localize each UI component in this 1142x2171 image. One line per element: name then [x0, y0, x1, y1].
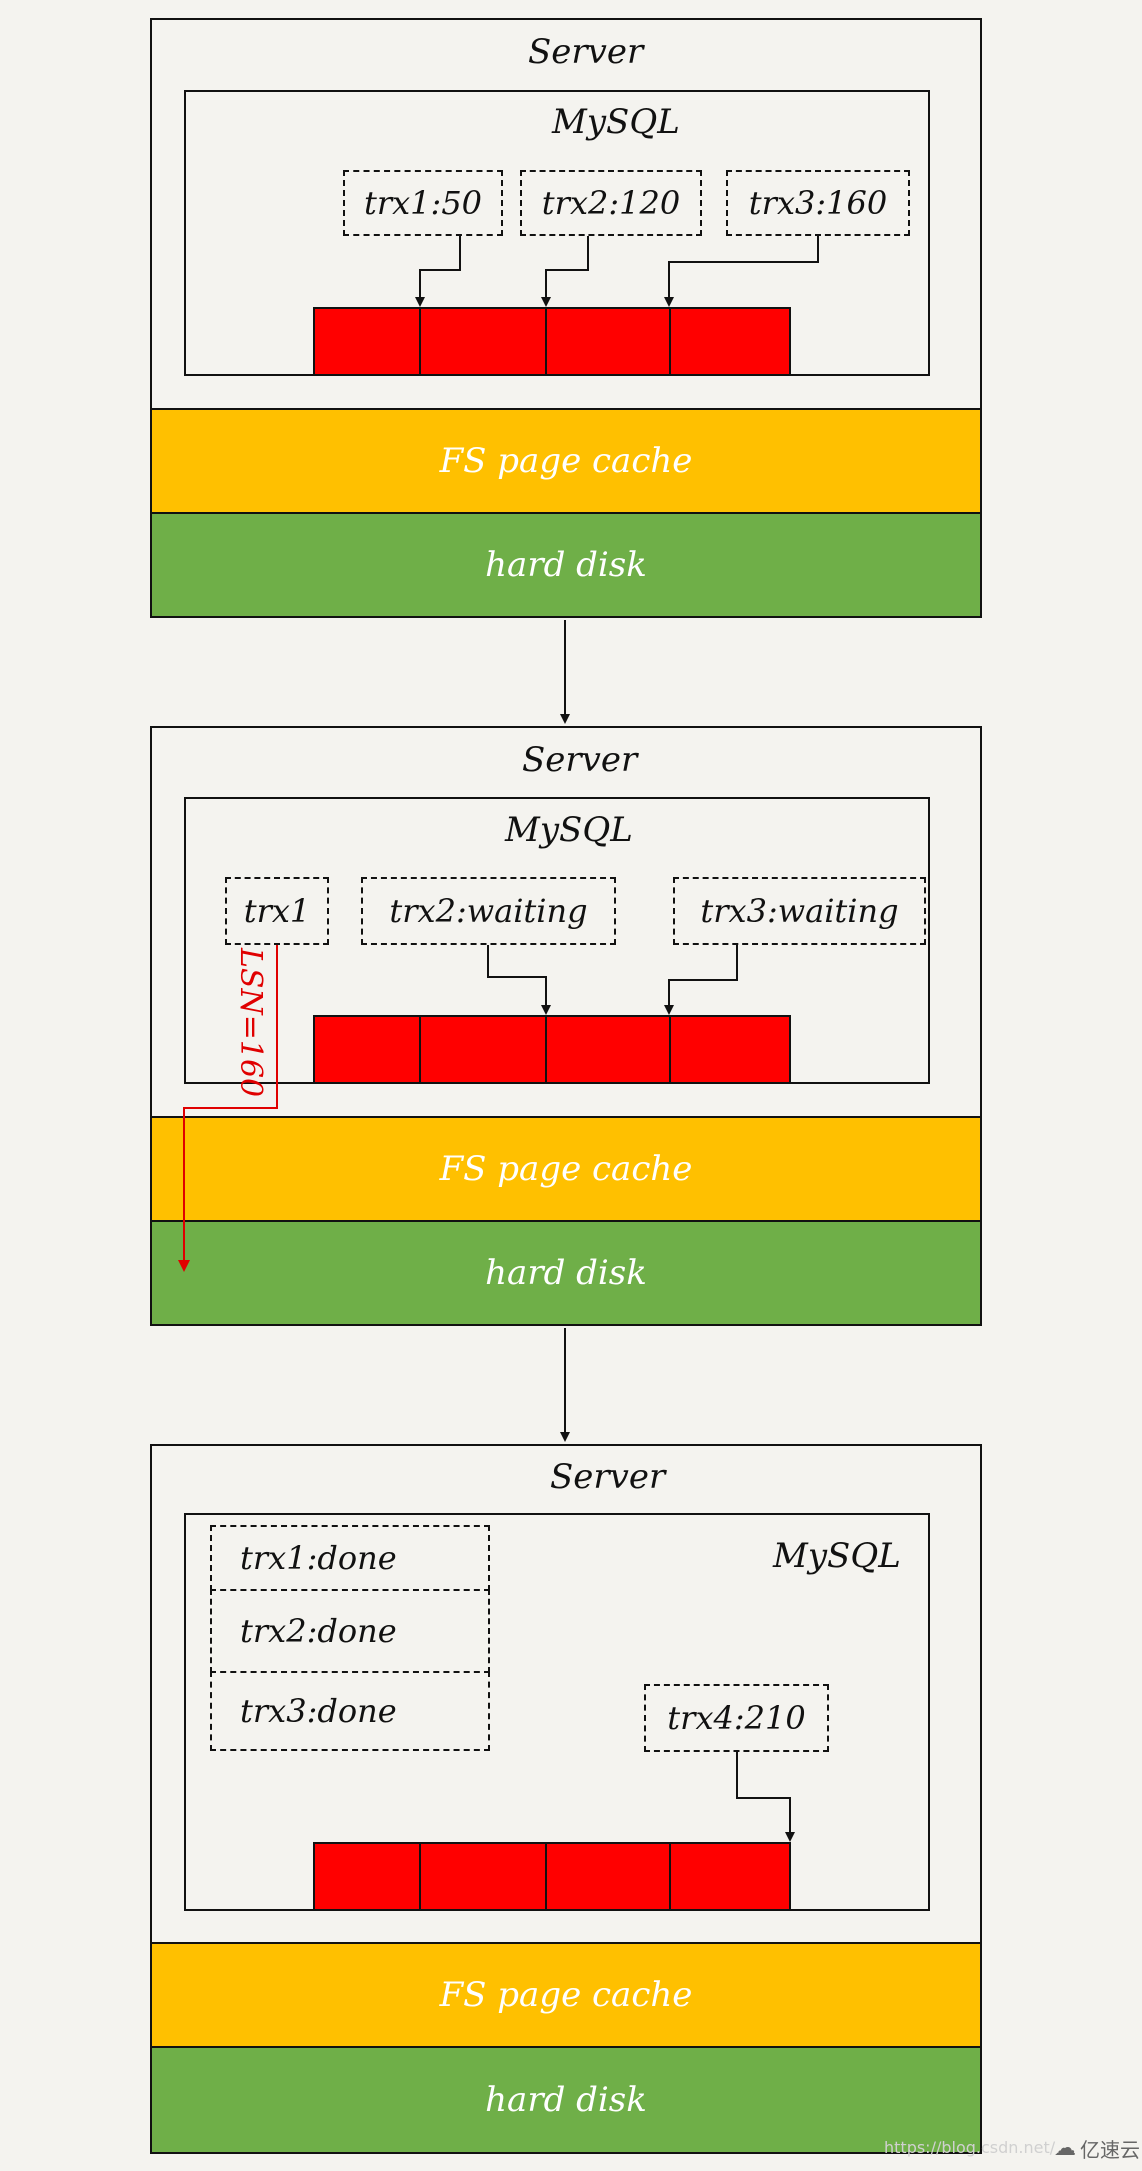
- buffer-divider: [545, 309, 547, 374]
- buffer-divider: [545, 1017, 547, 1082]
- fs-page-cache-1: FS page cache: [150, 408, 982, 514]
- trx2-done-box: trx2:done: [210, 1589, 490, 1673]
- trx4-box: trx4:210: [644, 1684, 829, 1752]
- server-label-2: Server: [522, 740, 638, 780]
- trx2-box-2: trx2:waiting: [361, 877, 616, 945]
- redo-log-buffer-1: [313, 307, 791, 376]
- trx3-done-box: trx3:done: [210, 1671, 490, 1751]
- buffer-divider: [419, 1844, 421, 1909]
- buffer-divider: [419, 309, 421, 374]
- buffer-divider: [545, 1844, 547, 1909]
- hard-disk-3: hard disk: [150, 2046, 982, 2154]
- mysql-label-3: MySQL: [773, 1536, 901, 1576]
- fs-page-cache-3: FS page cache: [150, 1942, 982, 2048]
- trx2-box-1: trx2:120: [520, 170, 702, 236]
- server-label-3: Server: [550, 1457, 666, 1497]
- buffer-divider: [669, 1017, 671, 1082]
- mysql-label-2: MySQL: [505, 810, 633, 850]
- server-label-1: Server: [528, 32, 644, 72]
- hard-disk-2: hard disk: [150, 1220, 982, 1326]
- trx3-box-2: trx3:waiting: [673, 877, 926, 945]
- buffer-divider: [419, 1017, 421, 1082]
- trx1-box-1: trx1:50: [343, 170, 503, 236]
- trx3-box-1: trx3:160: [726, 170, 910, 236]
- fs-page-cache-2: FS page cache: [150, 1116, 982, 1222]
- trx1-done-box: trx1:done: [210, 1525, 490, 1591]
- brand-logo: ☁ 亿速云: [1054, 2134, 1140, 2163]
- redo-log-buffer-2: [313, 1015, 791, 1084]
- buffer-divider: [669, 1844, 671, 1909]
- buffer-divider: [669, 309, 671, 374]
- cloud-icon: ☁: [1054, 2136, 1076, 2161]
- redo-log-buffer-3: [313, 1842, 791, 1911]
- mysql-label-1: MySQL: [552, 102, 680, 142]
- trx1-box-2: trx1: [225, 877, 329, 945]
- brand-text: 亿速云: [1080, 2138, 1140, 2162]
- watermark-text: https://blog.csdn.net/: [884, 2138, 1056, 2157]
- hard-disk-1: hard disk: [150, 512, 982, 618]
